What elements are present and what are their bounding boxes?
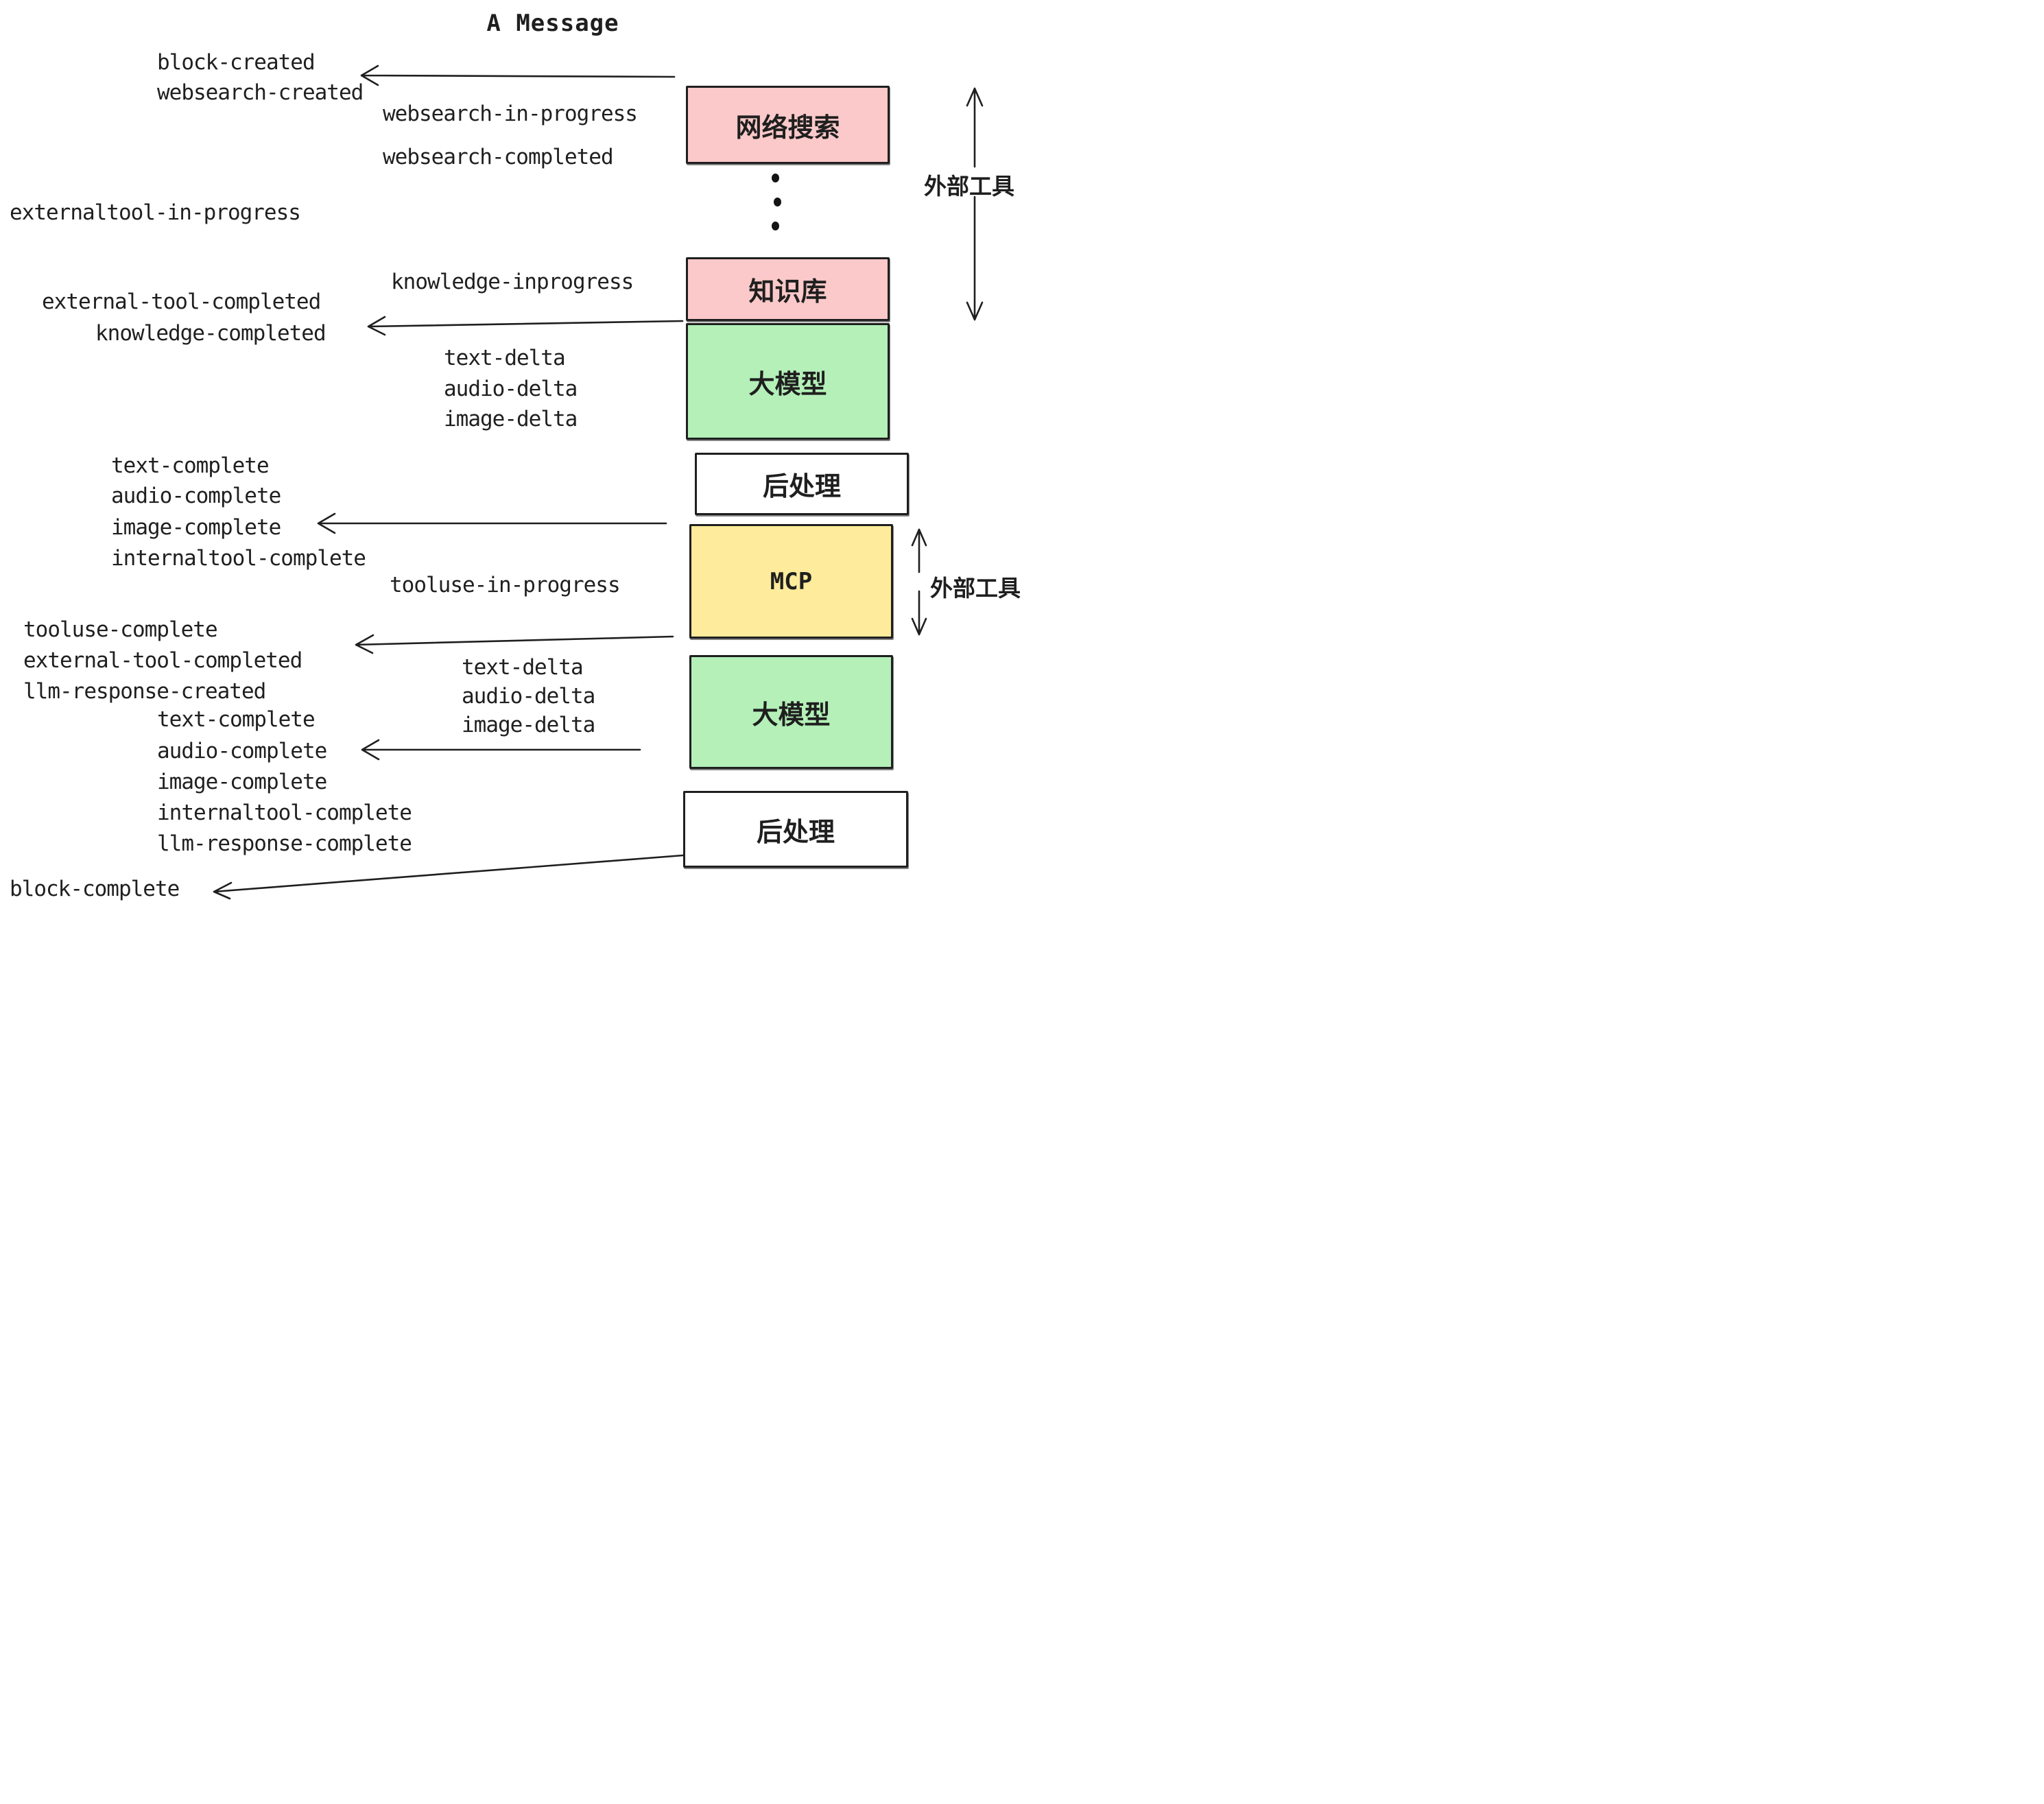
event-text-complete-2: text-complete <box>157 707 316 732</box>
box-postprocess-2: 后处理 <box>683 791 908 868</box>
box-llm-2-label: 大模型 <box>752 699 831 730</box>
box-postprocess-1: 后处理 <box>695 453 909 515</box>
event-externaltool-in-progress: externaltool-in-progress <box>10 200 301 225</box>
arrow-external-tools-2-up <box>911 528 927 573</box>
arrow-external-tools-2-down <box>911 590 927 636</box>
box-llm-1-label: 大模型 <box>748 368 827 399</box>
event-llm-response-complete: llm-response-complete <box>157 831 412 856</box>
diagram-canvas: A Message block-created websearch-create… <box>0 0 1022 902</box>
arrow-external-tools-1-up <box>966 87 984 168</box>
event-websearch-completed: websearch-completed <box>383 145 614 169</box>
continuation-dot-1 <box>772 174 779 182</box>
event-image-complete-2: image-complete <box>157 770 327 794</box>
box-mcp: MCP <box>689 524 893 639</box>
event-external-tool-completed-2: external-tool-completed <box>23 648 302 673</box>
external-tools-label-2: 外部工具 <box>930 575 1021 602</box>
event-text-complete-1: text-complete <box>111 453 270 478</box>
event-tooluse-in-progress: tooluse-in-progress <box>390 573 621 597</box>
event-audio-complete-1: audio-complete <box>111 484 281 508</box>
arrow-mcp-to-toolusecomplete <box>355 634 674 654</box>
box-websearch-label: 网络搜索 <box>735 112 840 143</box>
event-internaltool-complete-1: internaltool-complete <box>111 546 366 571</box>
external-tools-label-1: 外部工具 <box>924 173 1014 200</box>
box-mcp-label: MCP <box>770 567 813 595</box>
event-knowledge-completed: knowledge-completed <box>95 321 326 346</box>
event-block-complete: block-complete <box>10 877 180 901</box>
box-knowledge: 知识库 <box>686 257 890 321</box>
event-image-delta-1: image-delta <box>444 407 578 431</box>
arrow-knowledge-to-completed <box>367 316 684 336</box>
arrow-llm1-to-complete <box>317 512 667 534</box>
box-postprocess-1-label: 后处理 <box>762 471 841 501</box>
event-external-tool-completed-1: external-tool-completed <box>42 289 321 314</box>
arrow-post2-to-blockcomplete <box>213 854 685 900</box>
event-image-delta-2: image-delta <box>462 713 595 737</box>
box-postprocess-2-label: 后处理 <box>756 816 835 847</box>
event-audio-complete-2: audio-complete <box>157 739 327 763</box>
box-llm-2: 大模型 <box>689 655 893 769</box>
arrow-websearch-to-created <box>360 64 676 86</box>
event-block-created: block-created <box>157 50 316 75</box>
box-websearch: 网络搜索 <box>686 86 890 164</box>
event-internaltool-complete-2: internaltool-complete <box>157 800 412 825</box>
event-text-delta-2: text-delta <box>462 655 584 680</box>
box-llm-1: 大模型 <box>686 323 890 440</box>
event-websearch-in-progress: websearch-in-progress <box>383 102 638 126</box>
event-image-complete-1: image-complete <box>111 515 281 540</box>
event-websearch-created: websearch-created <box>157 80 364 105</box>
continuation-dot-2 <box>774 198 781 206</box>
event-llm-response-created: llm-response-created <box>23 679 266 704</box>
event-audio-delta-1: audio-delta <box>444 377 578 401</box>
event-knowledge-inprogress: knowledge-inprogress <box>391 270 634 294</box>
diagram-title: A Message <box>486 10 619 37</box>
box-knowledge-label: 知识库 <box>748 276 827 307</box>
arrow-llm2-to-audiocomplete <box>361 739 641 761</box>
continuation-dot-3 <box>772 222 779 230</box>
event-tooluse-complete: tooluse-complete <box>23 617 218 642</box>
event-text-delta-1: text-delta <box>444 346 566 370</box>
event-audio-delta-2: audio-delta <box>462 684 595 709</box>
arrow-external-tools-1-down <box>966 195 984 321</box>
